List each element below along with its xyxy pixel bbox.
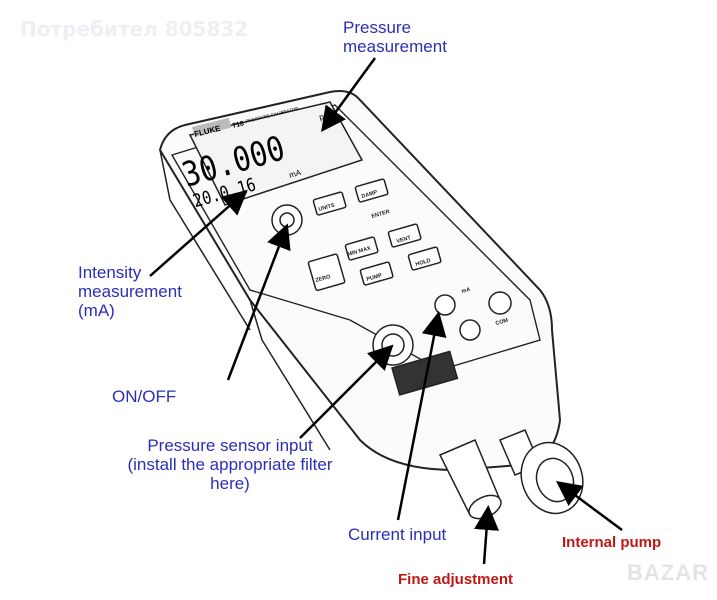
- label-internal-pump: Internal pump: [562, 534, 662, 551]
- label-line: Pressure: [343, 18, 412, 37]
- label-line: measurement: [343, 37, 447, 56]
- watermark: Потребител 805832: [20, 17, 249, 41]
- label-line: Pressure sensor input: [147, 436, 313, 455]
- label-current-input: Current input: [348, 525, 447, 544]
- label-pressure-measurement: Pressure measurement: [343, 18, 447, 56]
- label-fine-adjustment: Fine adjustment: [398, 571, 514, 588]
- vent-label: VENT: [396, 235, 412, 245]
- hold-button[interactable]: [407, 246, 442, 271]
- pump-label: PUMP: [366, 273, 383, 283]
- zero-label: ZERO: [315, 274, 332, 284]
- label-pressure-sensor-input: Pressure sensor input (install the appro…: [110, 436, 350, 493]
- model-label: 718: [232, 120, 245, 130]
- damp-label: DAMP: [361, 190, 379, 200]
- units-button[interactable]: [312, 191, 347, 216]
- com-jack: [488, 291, 512, 315]
- label-line: (install the appropriate filter: [127, 455, 333, 474]
- units-label: UNITS: [318, 203, 336, 213]
- label-intensity-measurement: Intensity measurement (mA): [78, 263, 182, 320]
- minmax-button[interactable]: [344, 236, 379, 261]
- damp-button[interactable]: [354, 178, 389, 203]
- hold-label: HOLD: [415, 258, 432, 268]
- com-jack-label: COM: [495, 318, 509, 327]
- pointer-arrows: [149, 57, 623, 565]
- ma-jack: [434, 294, 456, 316]
- zero-button[interactable]: [307, 253, 346, 292]
- ma-jack-label: mA: [461, 287, 471, 295]
- pump-button[interactable]: [359, 261, 394, 286]
- enter-label: ENTER: [371, 209, 391, 220]
- label-line: (mA): [78, 301, 115, 320]
- vent-button[interactable]: [387, 223, 422, 248]
- label-line: here): [210, 474, 250, 493]
- label-line: Intensity: [78, 263, 142, 282]
- label-on-off: ON/OFF: [112, 387, 177, 406]
- bazar-logo: BAZAR: [627, 560, 709, 585]
- label-line: measurement: [78, 282, 182, 301]
- display-secondary-unit: mA: [288, 168, 303, 180]
